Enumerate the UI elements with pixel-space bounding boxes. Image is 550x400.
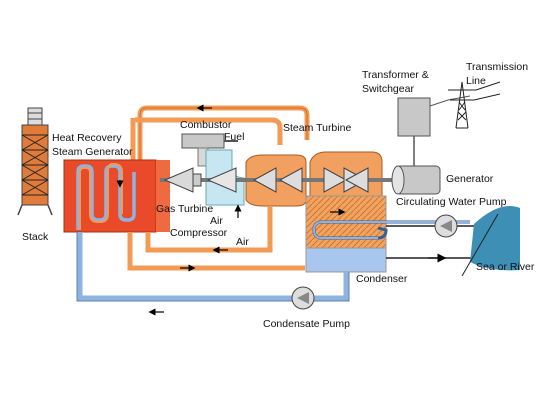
condensate-loop <box>77 232 349 301</box>
label-condensate-pump: Condensate Pump <box>263 318 350 330</box>
label-compressor: Compressor <box>170 227 228 239</box>
label-hrsg-1: Heat Recovery <box>52 132 122 144</box>
hot-pipe-top <box>137 105 310 162</box>
label-air-1: Air <box>210 215 223 227</box>
label-circulating-water-pump: Circulating Water Pump <box>396 196 507 208</box>
condensate-loop-outline <box>76 232 350 302</box>
hrsg <box>63 159 170 233</box>
transformer <box>397 95 471 166</box>
label-air-2: Air <box>236 236 249 248</box>
label-transformer-2: Switchgear <box>362 83 414 95</box>
label-transmission-2: Line <box>466 75 486 87</box>
circulating-water-pump <box>434 214 458 238</box>
label-fuel: Fuel <box>224 131 244 143</box>
condensate-pump <box>291 286 315 310</box>
transmission-tower <box>448 81 501 129</box>
hot-pipe-return <box>130 116 283 165</box>
hot-pipe-bottom <box>127 206 305 271</box>
condenser <box>305 195 470 273</box>
gas-turbine <box>160 167 270 193</box>
label-transformer-1: Transformer & <box>362 69 429 81</box>
label-hrsg-2: Steam Generator <box>52 146 133 158</box>
sea-or-river <box>461 206 520 277</box>
label-generator: Generator <box>446 173 494 185</box>
label-transmission-1: Transmission <box>466 61 528 73</box>
combustor <box>181 133 238 167</box>
generator <box>391 165 441 195</box>
label-condenser: Condenser <box>356 273 408 285</box>
label-combustor: Combustor <box>180 119 232 131</box>
label-stack: Stack <box>22 231 49 243</box>
label-gas-turbine: Gas Turbine <box>156 203 213 215</box>
label-sea-or-river: Sea or River <box>476 261 535 273</box>
flow-arrows <box>116 104 346 316</box>
label-steam-turbine: Steam Turbine <box>283 122 351 134</box>
stack <box>17 107 53 216</box>
